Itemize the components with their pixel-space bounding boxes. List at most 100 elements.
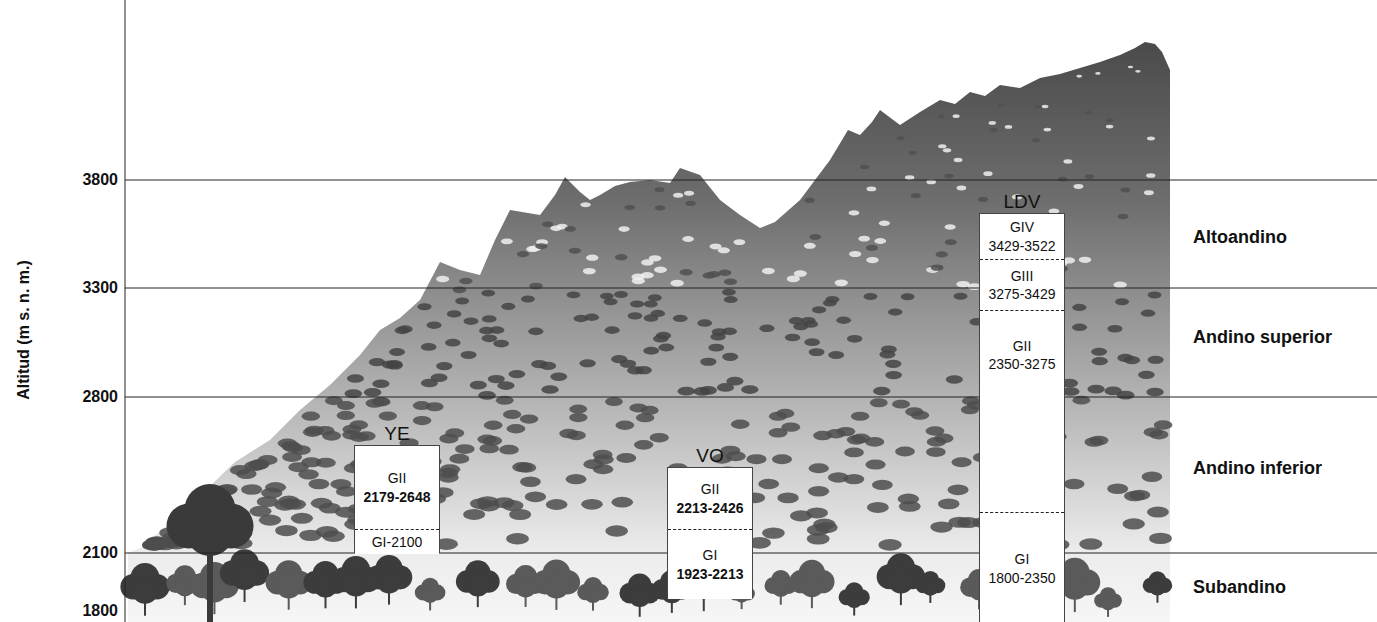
zone-label: Altoandino <box>1193 227 1287 248</box>
zone-label: Subandino <box>1193 577 1286 598</box>
shrub-symbol <box>470 498 492 509</box>
altitude-range: 2179-2648 <box>364 488 431 506</box>
shrub-symbol <box>898 494 919 505</box>
shrub-symbol <box>520 414 538 423</box>
shrub-symbol <box>700 358 716 366</box>
altitude-group-band: GI1923-2213 <box>668 529 752 599</box>
shrub-symbol <box>493 340 509 348</box>
shrub-symbol <box>718 269 731 275</box>
shrub-symbol <box>459 278 472 285</box>
shrub-symbol <box>337 411 355 420</box>
shrub-symbol <box>275 525 298 536</box>
shrub-symbol <box>733 239 745 245</box>
group-name: GII <box>701 480 720 498</box>
tick-label: 3300 <box>82 279 118 297</box>
group-name: GI-2100 <box>372 533 423 551</box>
shrub-symbol <box>789 317 804 324</box>
shrub-symbol <box>888 308 902 315</box>
altitude-line <box>125 180 1377 181</box>
shrub-symbol <box>463 509 485 520</box>
tree-crown <box>799 572 824 597</box>
shrub-symbol <box>866 245 878 251</box>
shrub-symbol <box>759 325 774 333</box>
shrub-symbol <box>836 427 855 436</box>
shrub-symbol <box>605 326 620 334</box>
shrub-symbol <box>283 443 303 453</box>
tree-crown <box>342 569 369 596</box>
shrub-symbol <box>478 391 496 400</box>
tick-label: 1800 <box>82 602 118 620</box>
shrub-symbol <box>330 479 351 489</box>
shrub-symbol <box>481 290 495 297</box>
altitude-group-band: GII2179-2648 <box>355 446 439 529</box>
shrub-symbol <box>521 295 535 302</box>
shrub-symbol <box>586 255 598 261</box>
tree-crown <box>584 586 601 603</box>
shrub-symbol <box>322 531 345 542</box>
shrub-symbol <box>954 293 968 300</box>
zone-label: Andino inferior <box>1193 458 1322 479</box>
shrub-symbol <box>724 296 738 303</box>
tree-symbol <box>915 571 945 603</box>
shrub-symbol <box>581 499 603 510</box>
shrub-symbol <box>934 434 953 444</box>
shrub-symbol <box>1120 187 1130 192</box>
shrub-symbol <box>299 530 322 541</box>
shrub-symbol <box>1074 184 1084 189</box>
shrub-symbol <box>347 374 364 382</box>
shrub-symbol <box>953 114 960 118</box>
shrub-symbol <box>828 472 849 482</box>
shrub-symbol <box>528 328 543 336</box>
zone-label: Andino superior <box>1193 327 1332 348</box>
shrub-symbol <box>710 333 725 341</box>
shrub-symbol <box>938 144 946 148</box>
shrub-symbol <box>574 315 589 322</box>
shrub-symbol <box>828 351 844 359</box>
shrub-symbol <box>427 321 442 328</box>
shrub-symbol <box>678 387 695 396</box>
shrub-symbol <box>503 410 521 419</box>
shrub-symbol <box>870 398 888 407</box>
shrub-symbol <box>708 344 724 352</box>
altitude-range: 2213-2426 <box>677 499 744 517</box>
shrub-symbol <box>697 319 712 326</box>
shrub-symbol <box>453 286 467 293</box>
shrub-symbol <box>1138 371 1155 379</box>
tree-symbol <box>120 563 169 616</box>
shrub-symbol <box>809 348 825 356</box>
shrub-symbol <box>685 201 695 206</box>
shrub-symbol <box>776 409 794 418</box>
altitude-group-band: GI1800-2350 <box>980 512 1064 622</box>
group-name: GI <box>703 546 718 564</box>
shrub-symbol <box>1146 388 1163 397</box>
shrub-symbol <box>611 497 633 508</box>
shrub-symbol <box>517 251 529 257</box>
shrub-symbol <box>567 291 581 298</box>
shrub-symbol <box>864 293 878 300</box>
shrub-symbol <box>944 174 953 179</box>
shrub-symbol <box>860 165 869 170</box>
shrub-symbol <box>703 272 716 279</box>
shrub-symbol <box>525 491 546 502</box>
shrub-symbol <box>298 469 319 479</box>
shrub-symbol <box>325 396 343 405</box>
tree-crown <box>846 591 863 608</box>
shrub-symbol <box>1147 507 1169 518</box>
shrub-symbol <box>507 424 526 433</box>
shrub-symbol <box>866 257 879 263</box>
shrub-symbol <box>673 193 683 198</box>
shrub-symbol <box>445 428 464 437</box>
tree-crown <box>376 568 402 594</box>
shrub-symbol <box>943 148 951 152</box>
shrub-symbol <box>808 486 829 497</box>
shrub-symbol <box>447 310 462 317</box>
shrub-symbol <box>722 289 736 296</box>
shrub-symbol <box>413 416 432 425</box>
shrub-symbol <box>908 151 916 155</box>
shrub-symbol <box>962 397 980 406</box>
shrub-symbol <box>282 452 302 462</box>
shrub-symbol <box>349 420 368 429</box>
shrub-symbol <box>650 433 669 443</box>
shrub-symbol <box>835 280 848 287</box>
shrub-symbol <box>684 191 694 196</box>
